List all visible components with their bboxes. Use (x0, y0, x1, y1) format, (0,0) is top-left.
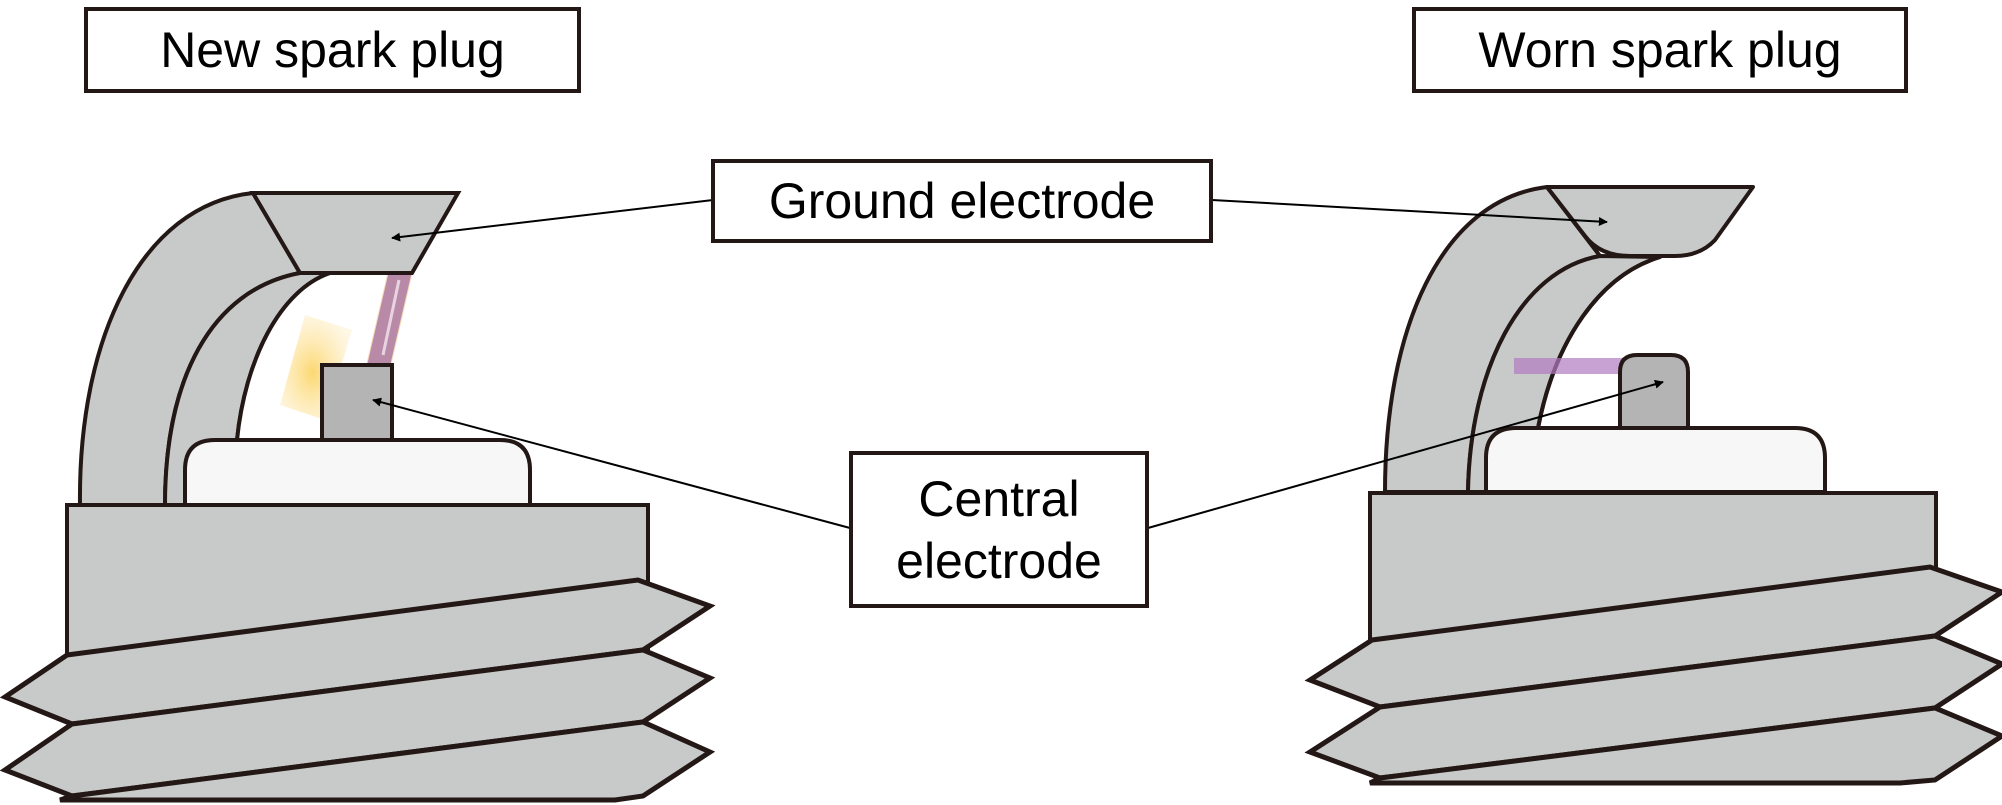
new-plug-threads (0, 577, 716, 803)
new-ground-electrode (249, 191, 462, 275)
worn-spark-beam (1514, 358, 1628, 374)
title-new-spark-plug-text: New spark plug (160, 22, 505, 78)
new-spark-plug (0, 191, 716, 803)
callout-leaders (372, 199, 1664, 529)
leader-central-new (372, 397, 851, 529)
worn-plug-threads (1304, 564, 2002, 786)
leader-ground-worn (1211, 199, 1608, 227)
new-spark-glow (280, 315, 352, 420)
callout-central-electrode-line1: Central (918, 470, 1080, 527)
worn-spark-plug (1304, 185, 2002, 786)
title-worn-spark-plug: Worn spark plug (1412, 7, 1908, 93)
title-worn-spark-plug-text: Worn spark plug (1478, 22, 1842, 78)
thread (1368, 705, 2002, 786)
leader-central-worn (1147, 379, 1664, 529)
worn-central-electrode (1618, 353, 1690, 430)
callout-ground-electrode-text: Ground electrode (768, 173, 1156, 229)
worn-insulator (1484, 426, 1827, 494)
callout-central-electrode: Central electrode (849, 451, 1149, 608)
worn-ground-electrode (1545, 185, 1755, 258)
thread (59, 719, 716, 803)
new-insulator (183, 438, 532, 507)
callout-central-electrode-line2: electrode (896, 532, 1102, 589)
leader-ground-new (391, 199, 714, 242)
title-new-spark-plug: New spark plug (84, 7, 581, 93)
callout-ground-electrode: Ground electrode (711, 159, 1213, 243)
